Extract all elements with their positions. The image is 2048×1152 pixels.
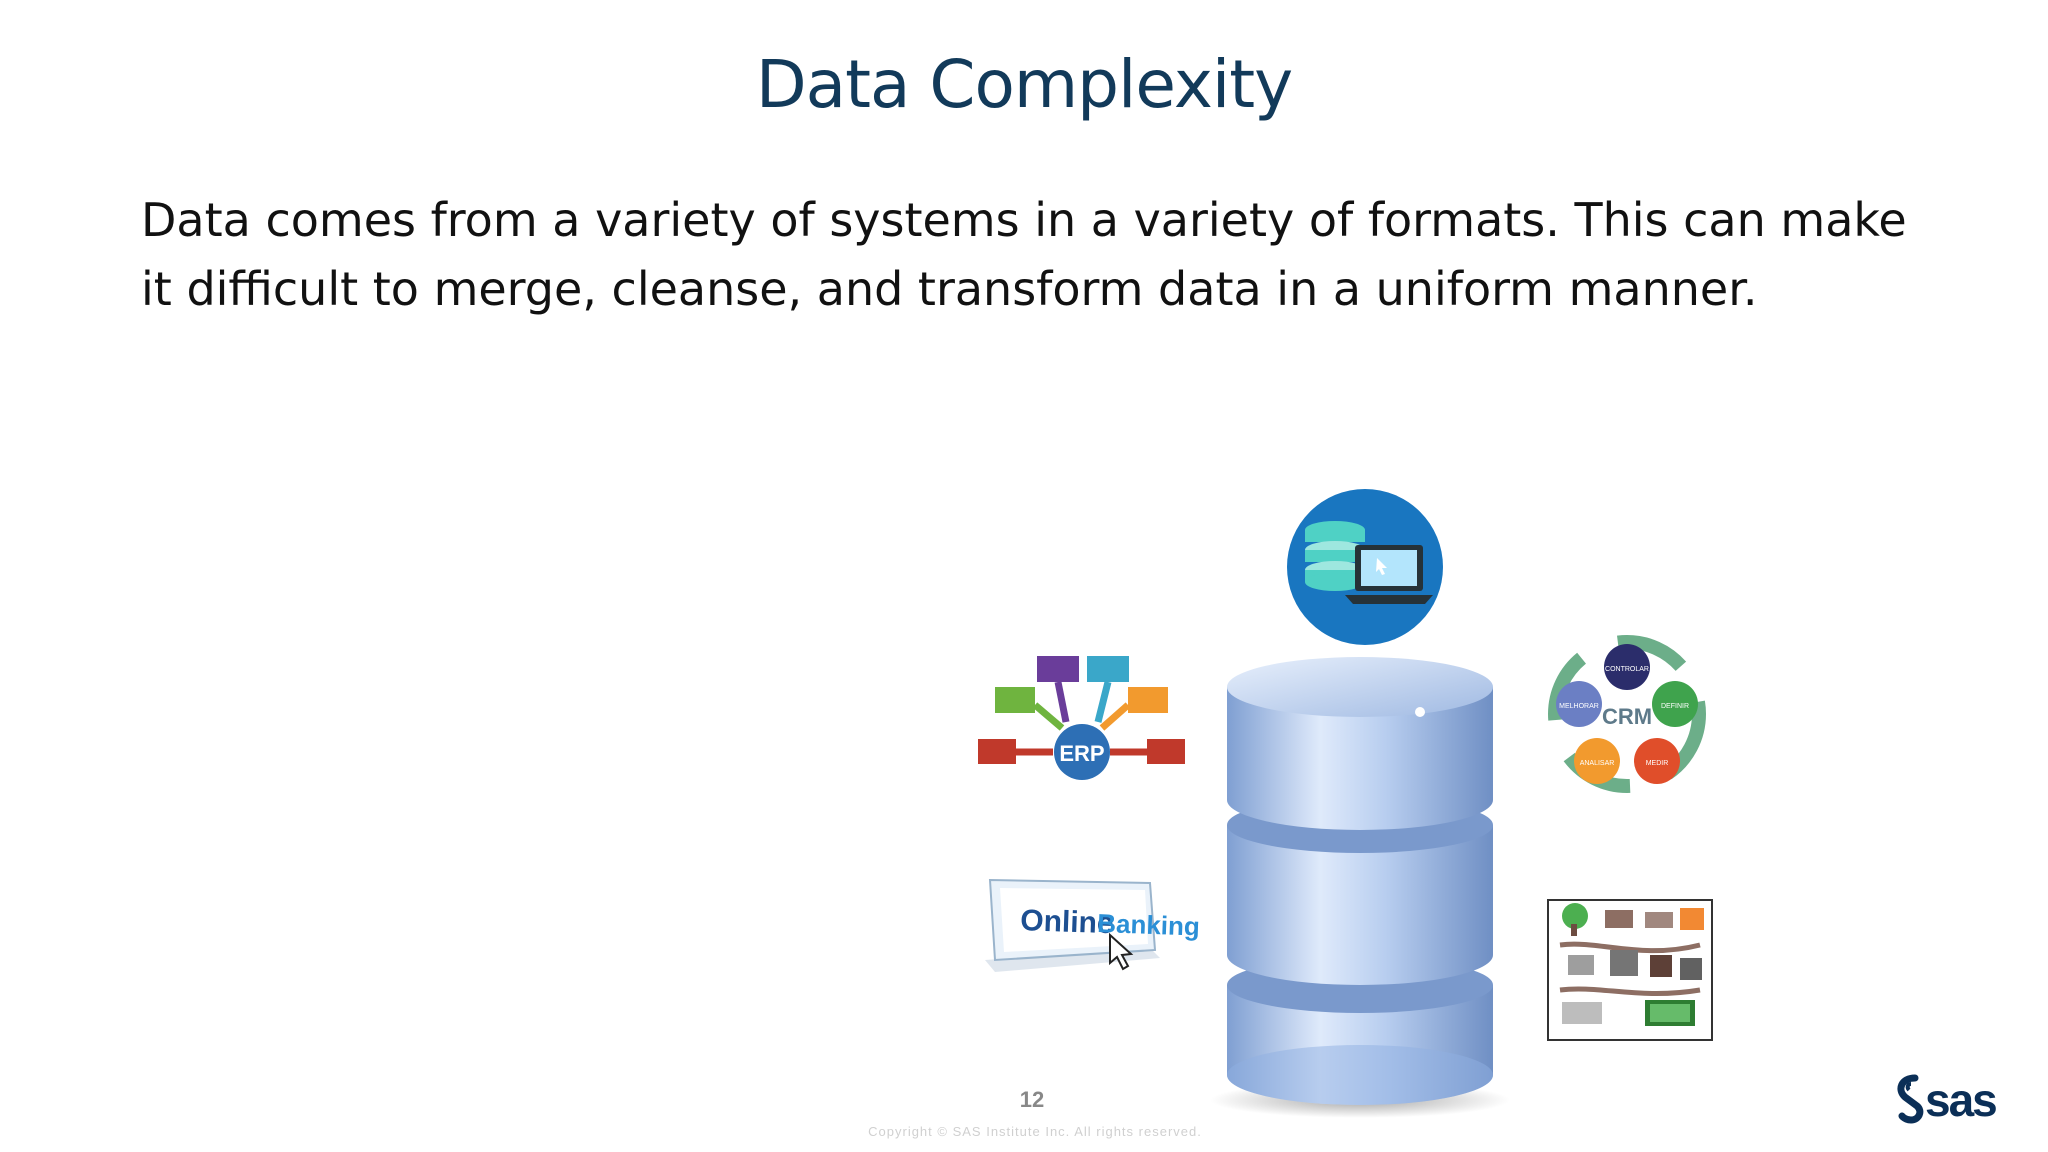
sas-logo-icon: sas xyxy=(1897,1074,1998,1126)
crm-step-definir: DEFINIR xyxy=(1661,703,1689,710)
slide-title: Data Complexity xyxy=(755,46,1293,123)
erp-label: ERP xyxy=(1059,741,1104,766)
crm-step-melhorar: MELHORAR xyxy=(1559,703,1599,710)
crm-step-medir: MEDIR xyxy=(1646,760,1669,767)
sas-logo-text: sas xyxy=(1925,1074,1996,1126)
crm-cycle-diagram: CONTROLAR DEFINIR MEDIR ANALISAR MELHORA… xyxy=(1548,635,1706,793)
crm-step-controlar: CONTROLAR xyxy=(1605,666,1649,673)
body-text: Data comes from a variety of systems in … xyxy=(141,186,1941,324)
body-line-1: Data comes from a variety of systems in … xyxy=(141,193,1907,247)
online-banking-sign: Online Banking xyxy=(985,878,1201,972)
crm-label: CRM xyxy=(1602,704,1652,729)
database-laptop-icon xyxy=(1287,489,1443,645)
online-banking-word2: Banking xyxy=(1097,908,1201,942)
supply-chain-diagram xyxy=(1547,899,1713,1041)
database-cylinder-icon xyxy=(1210,657,1510,1118)
crm-step-analisar: ANALISAR xyxy=(1580,760,1615,767)
copyright-text: Copyright © SAS Institute Inc. All right… xyxy=(868,1124,1202,1139)
erp-diagram: ERP xyxy=(978,656,1185,780)
page-number: 12 xyxy=(1019,1087,1045,1112)
online-banking-word1: Online xyxy=(1020,904,1114,940)
sas-logo: sas xyxy=(1895,1070,2025,1135)
body-line-2: it difficult to merge, cleanse, and tran… xyxy=(141,262,1758,316)
